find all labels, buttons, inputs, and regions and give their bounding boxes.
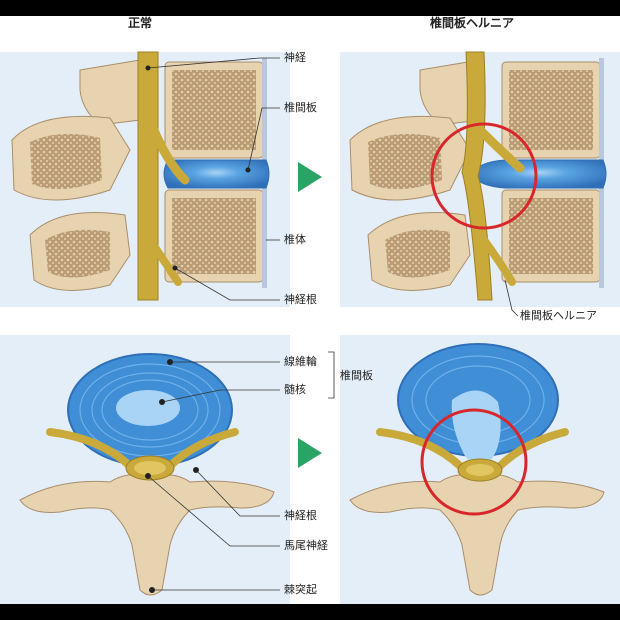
label-nucleus: 髄核 [284, 383, 306, 397]
herniated-disc [472, 160, 606, 188]
label-root-bottom: 神経根 [284, 509, 317, 523]
cauda-core-h [466, 464, 494, 476]
header-normal: 正常 [128, 14, 152, 31]
lamina-upper-core [30, 134, 102, 189]
dot-cauda [145, 473, 151, 479]
nucleus [116, 390, 180, 426]
label-spinous: 棘突起 [284, 583, 317, 597]
label-nerve: 神経 [284, 51, 306, 65]
dot-spinous [149, 587, 155, 593]
label-annulus: 線維輪 [284, 355, 317, 369]
arrow-bottom [298, 438, 322, 468]
vertebral-body-lower-core [172, 198, 256, 274]
label-body: 椎体 [284, 233, 306, 247]
label-disc-group: 椎間板 [340, 369, 373, 383]
figure-panel: 正常 椎間板ヘルニア 神経 椎間板 椎体 神経根 椎間板ヘルニア 線維輪 髄核 … [0, 16, 620, 604]
dot-root [173, 266, 178, 271]
dot-disc [246, 168, 251, 173]
label-disc: 椎間板 [284, 101, 317, 115]
cauda-core [134, 461, 166, 475]
dot-root-bottom [193, 467, 199, 473]
header-hernia: 椎間板ヘルニア [430, 14, 514, 31]
vertebral-body-upper-core [172, 70, 256, 150]
dot-nerve [146, 66, 151, 71]
label-cauda: 馬尾神経 [284, 539, 328, 553]
spinal-nerve [138, 52, 158, 300]
dot-nucleus [159, 399, 165, 405]
label-hernia: 椎間板ヘルニア [520, 309, 597, 323]
lamina-lower-core [45, 230, 110, 278]
bracket-disc [328, 352, 334, 398]
label-root-top: 神経根 [284, 293, 317, 307]
lamina-lower-core-h [385, 230, 450, 278]
dot-annulus [167, 359, 173, 365]
vertebral-body-lower-core-h [509, 198, 593, 274]
arrow-top [298, 162, 322, 192]
